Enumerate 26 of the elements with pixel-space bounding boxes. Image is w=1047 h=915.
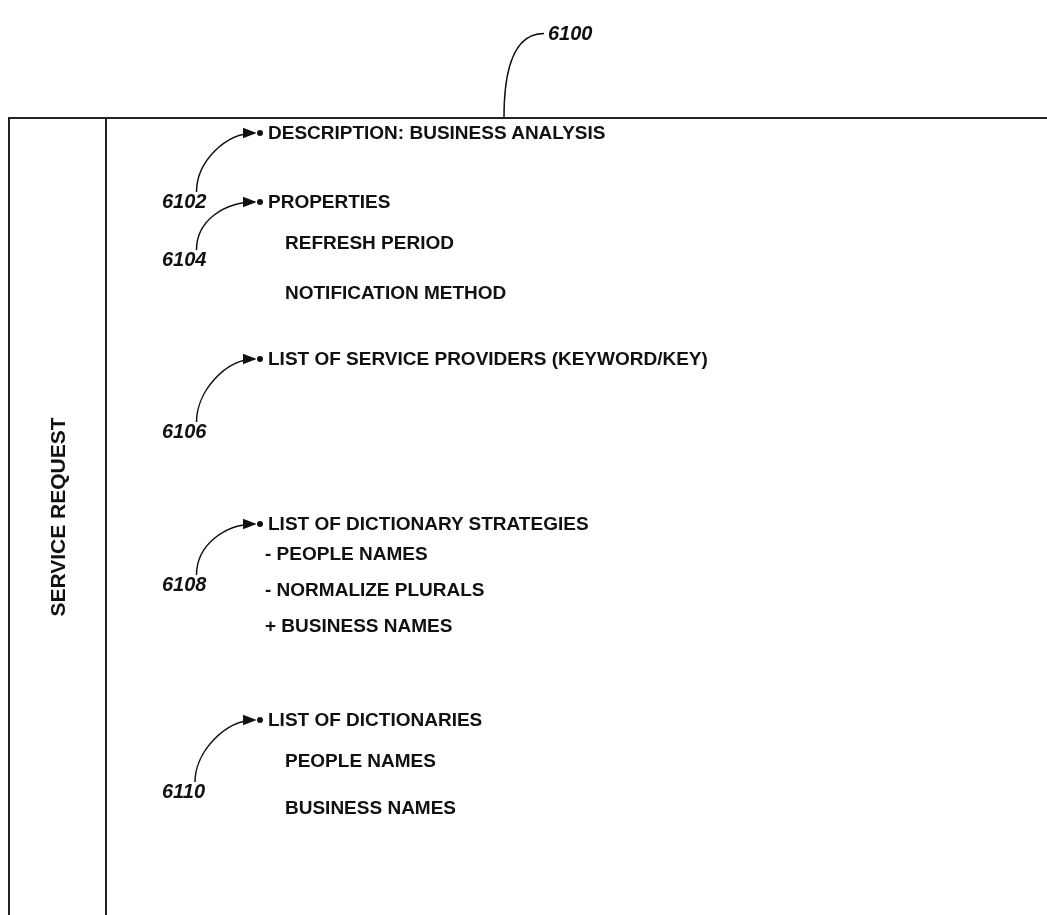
list-item: PEOPLE NAMES — [285, 749, 437, 773]
leader-arrow — [195, 519, 257, 576]
leader-arrow — [195, 354, 257, 423]
callout-number: 6104 — [162, 248, 207, 271]
list-heading: PROPERTIES — [268, 191, 391, 213]
leader-arrow — [195, 128, 257, 193]
leader-arrow — [194, 715, 257, 783]
list-heading: LIST OF DICTIONARIES — [268, 709, 483, 731]
panel-frame — [8, 117, 1047, 915]
callout-number: 6100 — [548, 22, 593, 45]
callout-number: 6102 — [162, 190, 207, 213]
leader-line — [503, 32, 545, 118]
callout-number: 6108 — [162, 573, 207, 596]
leader-arrow — [195, 197, 257, 251]
list-heading: LIST OF SERVICE PROVIDERS (KEYWORD/KEY) — [268, 348, 708, 370]
list-item: NOTIFICATION METHOD — [285, 281, 507, 305]
list-item: BUSINESS NAMES — [285, 796, 458, 820]
list-item: + BUSINESS NAMES — [265, 614, 454, 638]
list-heading: LIST OF DICTIONARY STRATEGIES — [268, 513, 589, 535]
vertical-title: SERVICE REQUEST — [45, 417, 70, 617]
callout-number: 6106 — [162, 420, 207, 443]
list-item: REFRESH PERIOD — [285, 231, 455, 255]
list-heading: DESCRIPTION: BUSINESS ANALYSIS — [268, 122, 606, 144]
list-item: - NORMALIZE PLURALS — [265, 578, 486, 602]
list-item: - PEOPLE NAMES — [265, 542, 429, 566]
callout-number: 6110 — [162, 780, 205, 803]
